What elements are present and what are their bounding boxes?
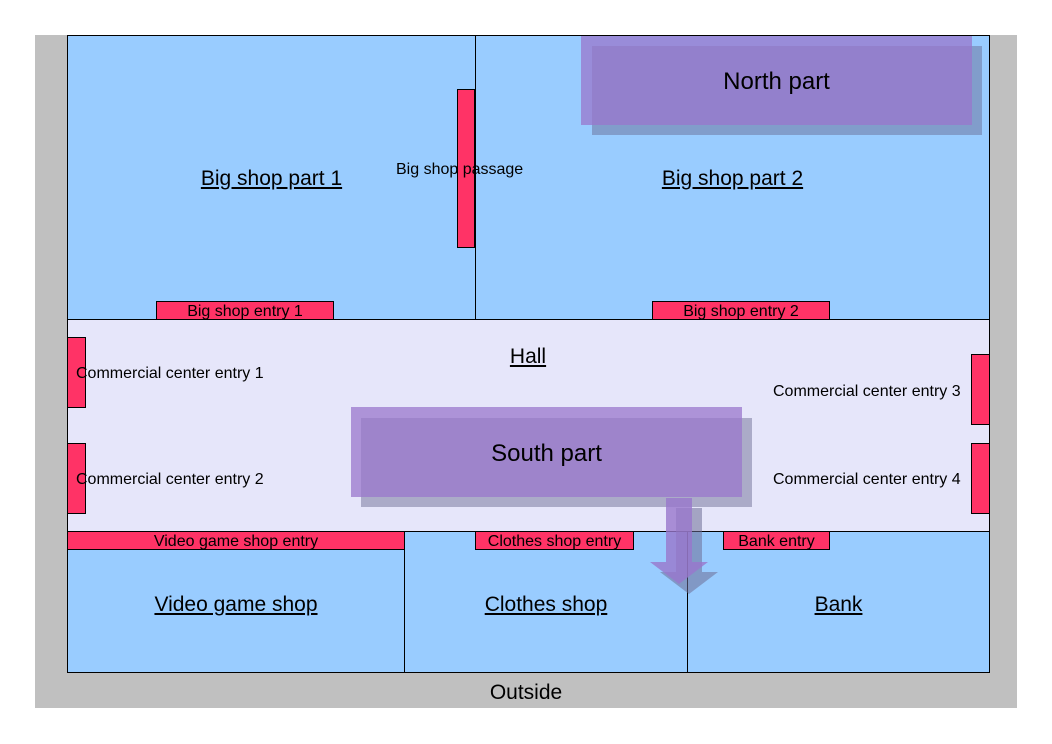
label-commercial-center-entry-2: Commercial center entry 2 bbox=[76, 471, 264, 488]
door-commercial-center-entry-4[interactable] bbox=[971, 443, 990, 514]
room-clothes-shop[interactable] bbox=[404, 531, 688, 673]
label-big-shop-entry-1: Big shop entry 1 bbox=[187, 303, 303, 320]
door-commercial-center-entry-2[interactable] bbox=[67, 443, 86, 514]
label-clothes-shop: Clothes shop bbox=[484, 593, 608, 616]
label-big-shop-entry-2: Big shop entry 2 bbox=[683, 303, 799, 320]
door-commercial-center-entry-1[interactable] bbox=[67, 337, 86, 408]
label-big-shop-part-1: Big shop part 1 bbox=[200, 167, 343, 190]
label-hall: Hall bbox=[509, 345, 547, 368]
label-commercial-center-entry-3: Commercial center entry 3 bbox=[773, 383, 961, 400]
door-big-shop-passage[interactable] bbox=[457, 89, 475, 248]
label-big-shop-passage: Big shop passage bbox=[396, 161, 524, 178]
label-south-part: South part bbox=[491, 440, 602, 467]
label-video-game-shop-entry: Video game shop entry bbox=[153, 533, 319, 550]
door-big-shop-entry-2[interactable] bbox=[652, 301, 830, 320]
room-video-game-shop[interactable] bbox=[67, 531, 405, 673]
down-arrow-icon bbox=[650, 498, 718, 594]
label-commercial-center-entry-4: Commercial center entry 4 bbox=[773, 471, 961, 488]
label-big-shop-part-2: Big shop part 2 bbox=[661, 167, 804, 190]
label-bank-entry: Bank entry bbox=[738, 533, 815, 550]
door-big-shop-entry-1[interactable] bbox=[156, 301, 334, 320]
label-clothes-shop-entry: Clothes shop entry bbox=[487, 533, 622, 550]
north-part-zone[interactable] bbox=[581, 36, 972, 125]
room-bank[interactable] bbox=[687, 531, 990, 673]
label-commercial-center-entry-1: Commercial center entry 1 bbox=[76, 365, 264, 382]
south-part-zone[interactable] bbox=[351, 407, 742, 497]
label-north-part: North part bbox=[723, 68, 830, 95]
door-video-game-shop-entry[interactable] bbox=[67, 531, 405, 550]
door-commercial-center-entry-3[interactable] bbox=[971, 354, 990, 425]
door-clothes-shop-entry[interactable] bbox=[475, 531, 634, 550]
label-outside: Outside bbox=[489, 681, 563, 704]
door-bank-entry[interactable] bbox=[723, 531, 830, 550]
room-big-shop-part-1[interactable] bbox=[67, 35, 476, 320]
label-video-game-shop: Video game shop bbox=[154, 593, 318, 616]
label-bank: Bank bbox=[814, 593, 863, 616]
